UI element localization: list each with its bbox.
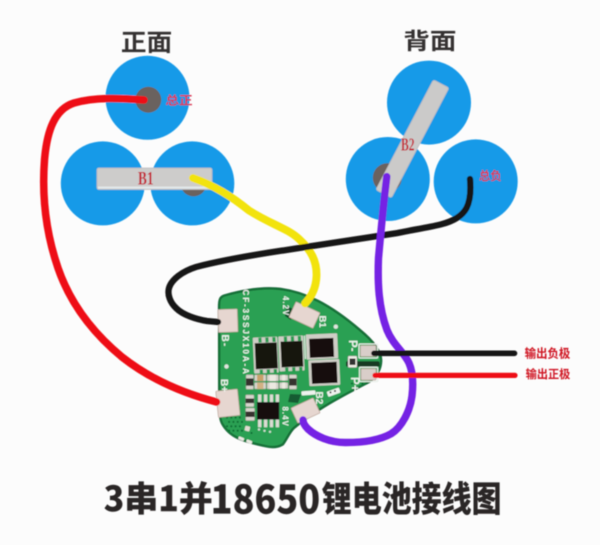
svg-text:B2: B2 (401, 135, 415, 155)
svg-text:B-: B- (219, 335, 230, 348)
svg-text:B2: B2 (313, 392, 324, 405)
svg-text:CF-3SSJX10A-A: CF-3SSJX10A-A (241, 290, 250, 376)
svg-text:B1: B1 (317, 316, 328, 329)
svg-text:4.2V: 4.2V (281, 296, 290, 316)
svg-text:P-: P- (346, 340, 358, 352)
svg-text:B+: B+ (218, 379, 229, 392)
svg-text:B1: B1 (138, 169, 154, 190)
svg-text:P+: P+ (348, 377, 360, 392)
svg-text:8.4V: 8.4V (281, 407, 290, 427)
